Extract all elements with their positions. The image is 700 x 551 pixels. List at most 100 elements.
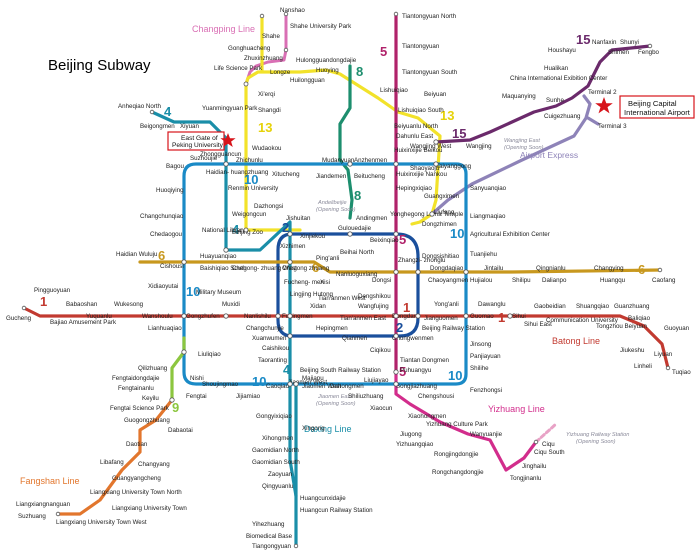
station-label: Tian'anmen West xyxy=(318,295,366,302)
note-wangjing-east-sub: (Opening Soon) xyxy=(504,145,544,151)
line-10-number: 10 xyxy=(448,368,462,383)
station-label: Changying xyxy=(594,265,624,272)
station-dot xyxy=(223,161,229,167)
station-label: Huixinxijie Beikou xyxy=(394,147,443,154)
station-label: Sihui xyxy=(512,313,526,320)
station-label: Yihezhuang xyxy=(252,521,285,528)
station-label: Hulongguandongdajie xyxy=(296,57,357,64)
station-label: Xidiaoyutai xyxy=(148,283,178,290)
note-andelibeijie: Andelibeijie xyxy=(317,200,347,206)
station-label: Dongsi xyxy=(372,277,391,284)
station-label: Yizhuangqiao xyxy=(396,441,434,448)
station-label: Shilipu xyxy=(512,277,531,284)
station-label: Xiaocun xyxy=(370,405,393,412)
station-label: Gucheng xyxy=(6,315,32,322)
station-label: Fengtainanlu xyxy=(118,385,154,392)
line-6-number: 6 xyxy=(638,262,645,277)
station-label: Dongsishitiao xyxy=(422,253,460,260)
station-label: Ciqikou xyxy=(370,347,391,354)
station-label: Baishiqiao South xyxy=(200,265,247,272)
station-label: Liuliqiao xyxy=(198,351,221,358)
station-label: Dazhongsi xyxy=(254,203,283,210)
station-label: Fengbo xyxy=(638,49,660,56)
station-label: Tuanjiehu xyxy=(470,251,498,258)
station-label: Lishuiqiao xyxy=(380,87,408,94)
line-15-number: 15 xyxy=(576,32,590,47)
station-dot xyxy=(429,211,435,217)
station-label: Gaomidian South xyxy=(252,459,300,466)
station-label: Daotian xyxy=(126,441,148,448)
station-dot xyxy=(287,231,293,237)
peking-star-icon xyxy=(220,133,236,147)
station-label: Pingguoyuan xyxy=(34,287,71,294)
line-1-number: 1 xyxy=(40,294,47,309)
station-label: Qingnianlu xyxy=(536,265,566,272)
station-label: Fucheng- men xyxy=(284,279,324,286)
yizhuang-line-label: Yizhuang Line xyxy=(488,404,545,414)
station-label: Nanlishilu xyxy=(244,313,271,320)
station-dot xyxy=(293,543,299,549)
station-label: Tiantongyuan North xyxy=(402,13,457,20)
line-13-number: 13 xyxy=(440,108,454,123)
station-label: Jiukeshu xyxy=(620,347,645,354)
note-yizhuang-rail: Yizhuang Railway Station xyxy=(566,432,629,438)
station-label: Xuanwumen xyxy=(252,335,287,342)
station-label: Longze xyxy=(270,69,291,76)
station-dot xyxy=(55,511,61,517)
station-label: Gaomidian North xyxy=(252,447,299,454)
station-label: Mudanyuan xyxy=(322,157,355,164)
station-label: Beiyuan xyxy=(424,91,447,98)
note-yizhuang-rail-sub: (Opening Soon) xyxy=(576,439,616,445)
station-dot xyxy=(223,247,229,253)
station-label: Communication University xyxy=(546,317,619,324)
station-label: Xiyuan xyxy=(180,123,199,130)
station-label: Chengshousi xyxy=(418,393,454,400)
station-label: Cishousi xyxy=(160,263,184,270)
station-dot xyxy=(149,109,155,115)
station-label: Zhuxinzhuang xyxy=(244,55,283,62)
station-label: Zhongguancun xyxy=(200,151,242,158)
airport-box xyxy=(619,95,695,119)
station-label: Gonghuacheng xyxy=(228,45,271,52)
station-label: Chegong zhuang xyxy=(282,265,330,272)
line-1-number: 1 xyxy=(403,300,410,315)
station-label: Yuquanlu xyxy=(86,313,112,320)
station-label: Jijiamiao xyxy=(236,393,261,400)
station-label: Babaoshan xyxy=(66,301,98,308)
note-andelibeijie-sub: (Opening Soon) xyxy=(316,207,356,213)
station-label: Yong'anli xyxy=(434,301,459,308)
station-label: China International Exibition Center xyxy=(510,75,607,82)
station-label: Qilizhuang xyxy=(138,365,168,372)
station-label: Huoying xyxy=(316,67,339,74)
station-label: Guangximen xyxy=(424,193,460,200)
station-label: Muxidi xyxy=(222,301,240,308)
station-label: Jiandemen xyxy=(316,173,347,180)
line-6-number: 6 xyxy=(312,260,319,275)
station-label: Qianmen xyxy=(342,335,368,342)
station-label: Nishi xyxy=(190,375,204,382)
line-13-number: 13 xyxy=(258,120,272,135)
station-label: Huangcunxidajie xyxy=(300,495,346,502)
station-label: Wanyuanjie xyxy=(470,431,503,438)
line-1-number: 1 xyxy=(498,310,505,325)
station-label: Haidian Wuluju xyxy=(116,251,158,258)
daxing-line-label: Daxing Line xyxy=(304,424,352,434)
station-label: Keyilu xyxy=(142,395,159,402)
station-dot xyxy=(393,333,399,339)
station-label: Zaoyuan xyxy=(268,471,293,478)
station-label: Huangcun Railway Station xyxy=(300,507,373,514)
peking-box xyxy=(167,131,225,151)
station-label: Tiantongyuan xyxy=(402,43,440,50)
station-label: Weigongcun xyxy=(232,211,267,218)
station-label: Sunhe xyxy=(546,97,564,104)
station-label: Chegong- zhuang West xyxy=(232,265,297,272)
station-label: Gongzhufen xyxy=(186,313,220,320)
line-8-path xyxy=(338,64,354,220)
map-title: Beijing Subway xyxy=(48,57,151,74)
station-label: Xitucheng xyxy=(272,171,300,178)
station-label: Jinsong xyxy=(470,341,492,348)
station-label: Shuangqiao xyxy=(576,303,610,310)
station-label: Chongwenmen xyxy=(392,335,434,342)
